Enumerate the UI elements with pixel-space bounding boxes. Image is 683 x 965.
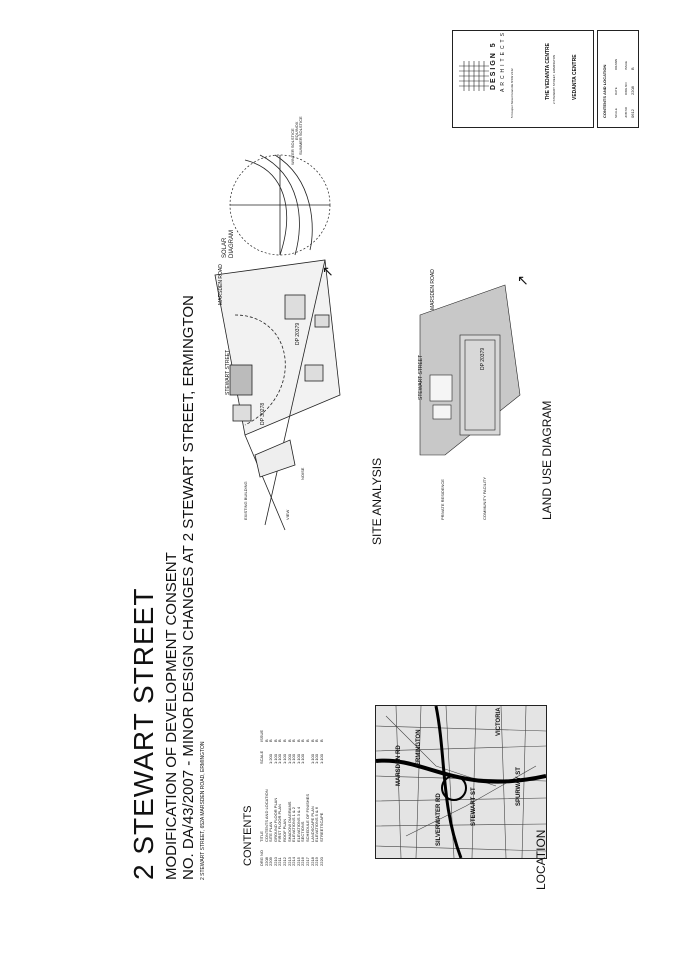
landuse-street-label: STEWART STREET — [418, 354, 424, 400]
firm-name: DESIGN 5 — [490, 41, 497, 90]
drawn-label: DRAWN — [614, 58, 618, 70]
drawing-title: CONTENTS AND LOCATION — [602, 64, 607, 118]
legend-community-facility: COMMUNITY FACILITY — [482, 476, 487, 520]
contents-cell-issue: B — [318, 739, 324, 742]
sheet-subtitle-1: MODIFICATION OF DEVELOPMENT CONSENT — [163, 552, 180, 880]
location-map-drawing — [376, 706, 546, 858]
land-use-drawing — [419, 284, 521, 456]
firm-logo-icon — [459, 61, 489, 91]
contents-row: 2220 STREETSCAPE 1:100 B — [318, 732, 325, 866]
date-label: DATE — [614, 87, 618, 95]
solar-label-2: DIAGRAM — [229, 229, 235, 258]
land-use-label: LAND USE DIAGRAM — [540, 400, 554, 520]
issue-label: ISSUE — [624, 60, 628, 70]
landuse-lot-label: DP 20379 — [480, 347, 486, 370]
drawing-info-block — [597, 30, 639, 128]
solar-note-equinox: EQUINOX — [294, 121, 299, 140]
north-arrow-icon: ↖ — [322, 263, 334, 279]
site-analysis-label: SITE ANALYSIS — [370, 457, 384, 545]
project-address: 2 STEWART STREET, ERMINGTON — [552, 54, 556, 104]
firm-address: 5 Cowper Street Granville NSW 2142 — [510, 68, 514, 118]
site-marker-icon — [441, 775, 467, 801]
location-street-label: STEWART ST — [471, 787, 477, 826]
issue-value: B — [630, 67, 635, 70]
site-road-label: MARSDEN ROAD — [218, 264, 224, 305]
landuse-road-label: MARSDEN ROAD — [430, 269, 436, 310]
location-label: LOCATION — [534, 829, 548, 890]
dwg-no: 2208 — [630, 86, 635, 95]
contents-cell-no: 2220 — [318, 857, 324, 866]
location-map: MARSDEN RD ERMINGTON STEWART ST VICTORIA RD… — [375, 705, 547, 859]
firm-sub: ARCHITECTS — [500, 30, 506, 92]
contents-cell-title: STREETSCAPE — [318, 812, 324, 842]
location-street-label: VICTORIA RD — [496, 705, 502, 736]
site-street-label: STEWART STREET — [225, 349, 231, 395]
sheet-subtitle-2: NO. DA/43/2007 - MINOR DESIGN CHANGES AT… — [180, 295, 197, 880]
contents-heading: CONTENTS — [242, 805, 254, 867]
contents-cell-scale: 1:100 — [318, 753, 324, 764]
solar-label-1: SOLAR — [222, 237, 228, 258]
location-street-label: SPURWAY ST — [516, 767, 522, 806]
location-street-label: ERMINGTON — [416, 729, 422, 766]
sheet-address: 2 STEWART STREET, 652A MARSDEN ROAD, ERM… — [200, 741, 206, 880]
north-arrow-icon: ↖ — [517, 272, 529, 288]
site-note-existing: EXISTING BUILDING — [243, 481, 248, 520]
project-name: THE VEDANTA CENTRE — [545, 43, 551, 100]
title-block — [452, 30, 594, 128]
location-street-label: SILVERWATER RD — [436, 793, 442, 846]
dwg-label: DWG NO — [624, 82, 628, 95]
client-name: VEDANTA CENTRE — [572, 54, 578, 100]
site-lot-1: DP 30278 — [260, 402, 266, 425]
site-note-view: VIEW — [285, 509, 290, 520]
scale-label: SCALE — [614, 108, 618, 118]
job-label: JOB NO — [624, 106, 628, 118]
location-street-label: MARSDEN RD — [396, 745, 402, 786]
site-analysis-drawing — [214, 259, 341, 531]
job-no: 0612 — [630, 109, 635, 118]
legend-private-residence: PRIVATE RESIDENCE — [440, 479, 445, 520]
sheet-title: 2 STEWART STREET — [128, 587, 159, 880]
solar-diagram — [229, 154, 331, 256]
site-note-noise: NOISE — [300, 467, 305, 480]
site-lot-2: DP 20379 — [295, 322, 301, 345]
